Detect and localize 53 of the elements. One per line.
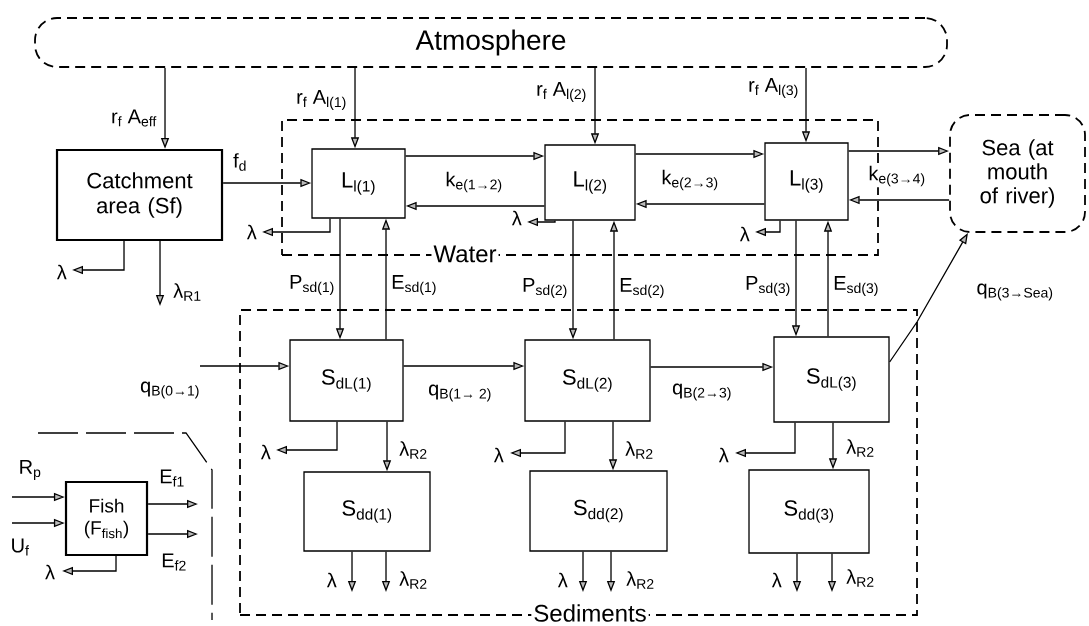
edge-label: λ: [55, 263, 68, 281]
edge-label: P$_{sd(3)}$: [744, 275, 792, 297]
edge-label: E$_{sd(3)}$: [832, 275, 880, 297]
edge-label: λ$_{R2}$: [845, 568, 876, 588]
edge-label: λ: [44, 563, 56, 581]
compartment-box: L$_{l(1)}$: [311, 148, 406, 219]
edge-label: q$_{B(1→ 2)}$: [427, 383, 493, 403]
compartment-box: S$_{dd(2)}$: [529, 470, 668, 552]
edge-label: λ: [510, 209, 523, 227]
compartment-box: Fish (F$_{fish}$): [64, 480, 149, 557]
edge-label: λ: [259, 443, 272, 461]
sea-region: Sea (at mouth of river): [949, 114, 1086, 233]
edge-label: q$_{B(3→Sea)}$: [975, 282, 1055, 302]
edge-label: k$_{e(3→4)}$: [867, 164, 927, 188]
edge-label: λ$_{R2}$: [624, 440, 655, 460]
edge-label: λ$_{R2}$: [625, 570, 656, 590]
edge-label: r$_{f}$ A$_{l(1)}$: [295, 89, 348, 111]
edge-label: q$_{B(2→3)}$: [671, 382, 733, 402]
edge-label: k$_{e(1→2)}$: [444, 170, 504, 194]
edge-label: R$_{p}$: [17, 459, 43, 481]
edge-label: f$_{d}$: [232, 152, 248, 172]
compartment-box: L$_{l(3)}$: [764, 142, 849, 221]
compartment-box: Catchment area (Sf): [55, 148, 224, 242]
edge-label: P$_{sd(2)}$: [521, 277, 569, 299]
compartment-box: S$_{dL(1)}$: [289, 339, 404, 422]
edge-label: λ: [717, 446, 730, 464]
edge-label: P$_{sd(1)}$: [288, 274, 336, 296]
edge-label: λ: [770, 571, 783, 589]
edge-label: λ: [245, 223, 258, 241]
edge-label: r$_{f}$ A$_{l(2)}$: [535, 81, 588, 103]
edge-label: λ$_{R2}$: [845, 438, 876, 458]
edge-label: λ: [738, 225, 751, 243]
edge-label: k$_{e(2→3)}$: [660, 168, 720, 192]
edge-label: E$_{sd(1)}$: [390, 274, 438, 296]
edge-label: λ$_{R2}$: [398, 440, 429, 460]
compartment-box: S$_{dd(3)}$: [748, 469, 870, 554]
atmosphere-band: Atmosphere: [34, 17, 948, 68]
edge-label: λ: [556, 571, 569, 589]
edge-label: λ$_{R1}$: [172, 282, 203, 302]
edge-label: E$_{f2}$: [160, 552, 188, 572]
edge-label: r$_{f}$ A$_{eff}$: [110, 108, 158, 128]
edge-label: λ: [492, 446, 505, 464]
compartment-box: S$_{dL(3)}$: [773, 336, 890, 423]
edge-label: U$_{f}$: [9, 537, 31, 557]
compartment-box: S$_{dL(2)}$: [524, 339, 651, 422]
edge-label: E$_{f1}$: [158, 468, 186, 488]
edge-label: r$_{f}$ A$_{l(3)}$: [747, 77, 800, 99]
edge-label: λ$_{R2}$: [398, 570, 429, 590]
compartment-box: S$_{dd(1)}$: [303, 471, 431, 552]
edge-label: E$_{sd(2)}$: [618, 277, 666, 299]
edge-label: λ: [325, 571, 338, 589]
compartment-box: L$_{l(2)}$: [544, 144, 636, 221]
edge-label: q$_{B(0→1)}$: [139, 380, 201, 400]
